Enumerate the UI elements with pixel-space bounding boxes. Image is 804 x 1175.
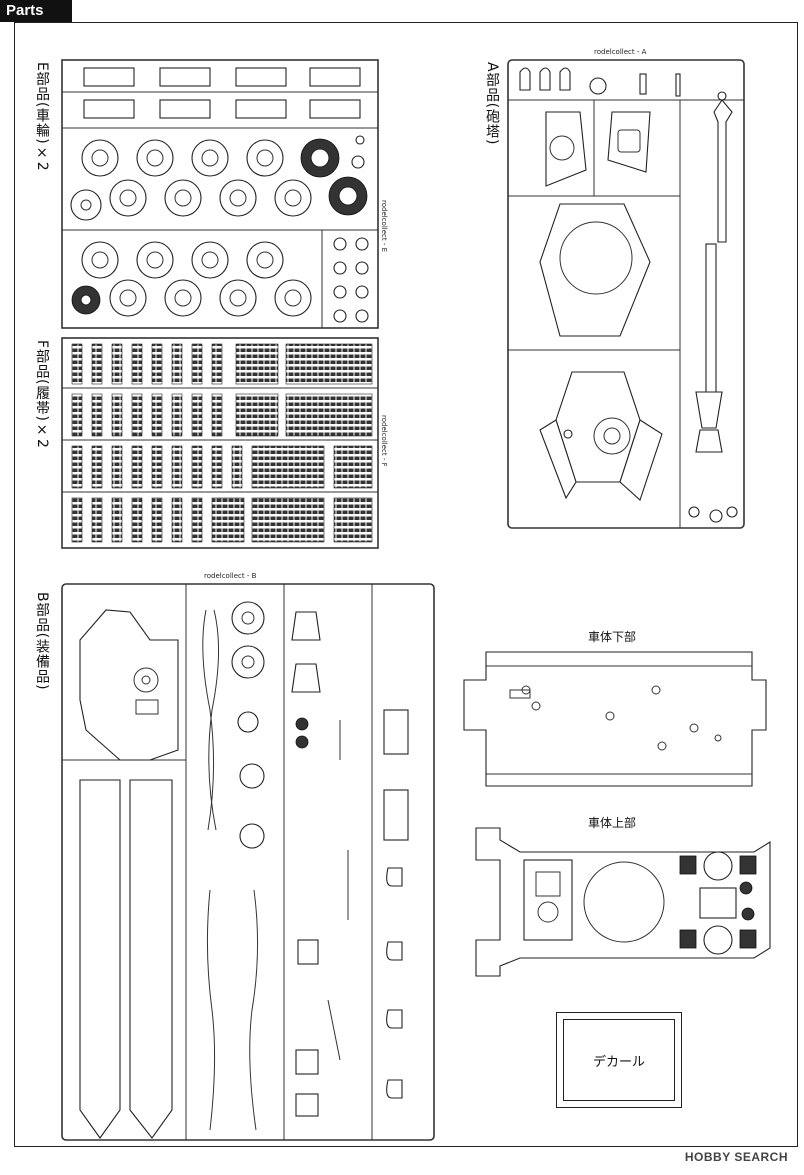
sprue-e: rodelcollect - E (61, 59, 388, 329)
turret-small-parts (519, 67, 727, 101)
gun-barrel (695, 99, 733, 453)
turret-hatch-left (545, 111, 587, 187)
sprue-a-label: A部品(砲塔) (484, 62, 500, 146)
road-wheels-lower (71, 241, 312, 317)
small-parts-e (333, 237, 369, 323)
turret-roof (539, 203, 651, 337)
parts-frame (14, 22, 798, 1147)
upper-hull (475, 827, 771, 977)
page-title: Parts (0, 0, 72, 22)
lower-hull-label: 車体下部 (588, 630, 637, 644)
track-guard-right (129, 779, 173, 1139)
sprue-e-label: E部品(車輪)×2 (34, 62, 50, 172)
sprue-b-label: B部品(装備品) (34, 592, 50, 691)
drive-sprockets (300, 135, 368, 216)
engine-deck-grilles (679, 851, 757, 955)
decal-sheet: デカール (556, 1012, 682, 1108)
svg-text:rodelcollect - E: rodelcollect - E (380, 200, 388, 252)
sprue-e-brackets (83, 67, 361, 119)
svg-text:rodelcollect - F: rodelcollect - F (380, 415, 388, 467)
svg-text:rodelcollect - A: rodelcollect - A (594, 48, 647, 56)
tow-cable (202, 609, 215, 831)
decal-label: デカール (563, 1019, 675, 1101)
track-links-single (71, 343, 243, 543)
track-runs (211, 343, 373, 543)
lower-hull (463, 651, 767, 787)
watermark: HOBBY SEARCH (684, 1150, 788, 1164)
track-guard-left (79, 779, 121, 1139)
upper-hull-label: 車体上部 (588, 816, 637, 830)
sprue-f: rodelcollect - F (61, 337, 388, 549)
svg-text:rodelcollect - B: rodelcollect - B (204, 572, 257, 580)
sprue-a: rodelcollect - A (507, 48, 745, 529)
turret-hatch-right (607, 111, 651, 173)
rear-plate (79, 609, 179, 761)
sprue-b: rodelcollect - B (61, 572, 435, 1141)
road-wheels-upper (70, 139, 312, 221)
sprue-f-label: F部品(履帯)×2 (34, 340, 50, 449)
